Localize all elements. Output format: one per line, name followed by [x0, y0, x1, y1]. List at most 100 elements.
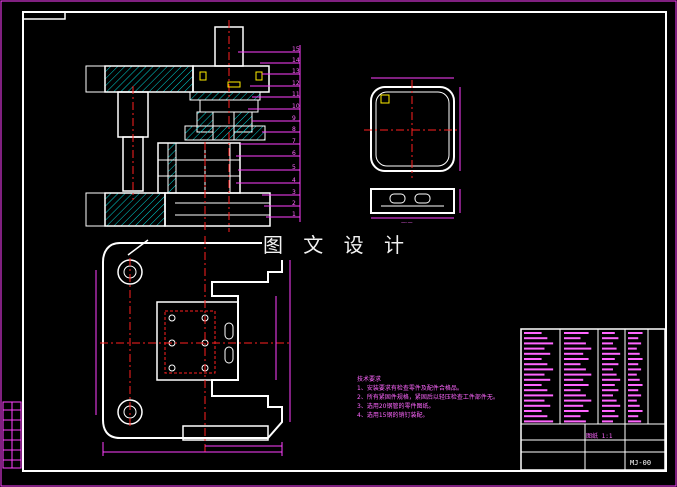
bom-cell-mark	[602, 373, 617, 376]
note-2: 2、所有紧固件规格，紧固后以轻压检查工件部件无。	[357, 394, 499, 401]
bom-cell-mark	[628, 368, 642, 371]
bom-cell-mark	[564, 384, 589, 386]
bom-cell-mark	[602, 363, 619, 366]
bom-cell-mark	[524, 363, 548, 366]
part-number-14: 14	[292, 57, 300, 64]
scale-label: 图纸 1:1	[586, 433, 613, 440]
bom-cell-mark	[524, 352, 551, 355]
bom-cell-mark	[628, 332, 643, 334]
bom-cell-mark	[524, 337, 548, 340]
bom-cell-mark	[602, 337, 619, 340]
bom-cell-mark	[628, 415, 639, 418]
bom-cell-mark	[564, 337, 581, 340]
note-1: 1、安装要求有检查零件及配件合格品。	[357, 385, 463, 392]
bom-cell-mark	[628, 389, 639, 392]
bom-cell-mark	[602, 394, 613, 397]
part-number-10: 10	[292, 103, 300, 110]
bom-cell-mark	[524, 410, 542, 412]
bom-cell-mark	[602, 368, 613, 371]
bom-cell-mark	[564, 410, 589, 412]
bom-cell-mark	[628, 404, 640, 407]
part-number-7: 7	[292, 138, 296, 145]
part-number-11: 11	[292, 91, 300, 98]
bom-cell-mark	[628, 358, 643, 360]
note-3: 3、选用20钢管的零件图纸。	[357, 403, 435, 410]
part-number-6: 6	[292, 150, 296, 157]
bom-cell-mark	[564, 347, 592, 350]
binding-strip	[2, 401, 22, 469]
part-number-4: 4	[292, 177, 296, 184]
bom-cell-mark	[628, 373, 637, 376]
part-number-labels: 15 14 13 12 11 10 9 8 7 6 5 4 3 2 1	[292, 46, 300, 218]
bom-cell-mark	[564, 363, 581, 366]
part-number-15: 15	[292, 46, 300, 53]
bom-cell-mark	[524, 420, 554, 423]
bom-cell-mark	[524, 373, 545, 376]
bom-cell-mark	[564, 378, 584, 381]
bom-cell-mark	[628, 363, 639, 366]
bom-cell-mark	[602, 404, 621, 407]
drawing-number: MJ-00	[630, 459, 652, 467]
bom-cell-mark	[602, 420, 613, 423]
bom-cell-mark	[524, 404, 551, 407]
bom-cell-mark	[628, 384, 643, 386]
bom-cell-mark	[564, 368, 586, 371]
technical-requirements: 技术要求 1、安装要求有检查零件及配件合格品。 2、所有紧固件规格，紧固后以轻压…	[357, 375, 517, 420]
part-number-leaders	[236, 45, 301, 222]
bom-cell-mark	[524, 394, 554, 397]
bom-cell-mark	[524, 358, 542, 360]
watermark: 图 文 设 计	[262, 230, 412, 260]
part-number-9: 9	[292, 115, 296, 122]
bom-cell-mark	[564, 404, 584, 407]
bom-cell-mark	[524, 399, 545, 402]
front-section-view	[85, 20, 271, 232]
drawing-frame	[22, 11, 667, 472]
bom-cell-mark	[602, 415, 619, 418]
bom-cell-mark	[628, 420, 642, 423]
bom-cell-mark	[564, 394, 586, 397]
bom-cell-mark	[602, 342, 613, 345]
bom-cell-mark	[524, 332, 542, 334]
bom-cell-mark	[524, 378, 551, 381]
bom-cell-mark	[628, 394, 642, 397]
bom-cell-mark	[602, 410, 615, 412]
part-number-8: 8	[292, 126, 296, 133]
bom-cell-mark	[602, 332, 615, 334]
bom-cell-mark	[564, 399, 592, 402]
bom-cell-mark	[628, 378, 640, 381]
bom-cell-mark	[564, 332, 589, 334]
title-block	[520, 328, 666, 471]
bom-cell-mark	[564, 352, 584, 355]
bom-cell-mark	[524, 415, 548, 418]
note-4: 4、选用15钢的销钉装配。	[357, 412, 429, 419]
part-number-2: 2	[292, 200, 296, 207]
part-number-3: 3	[292, 189, 296, 196]
bom-cell-mark	[628, 352, 640, 355]
bom-cell-mark	[602, 389, 619, 392]
bom-cell-mark	[628, 342, 642, 345]
part-number-12: 12	[292, 80, 300, 87]
bom-cell-mark	[628, 347, 637, 350]
bom-cell-mark	[602, 347, 617, 350]
part-number-1: 1	[292, 211, 296, 218]
notes-title: 技术要求	[357, 376, 382, 383]
bom-cell-mark	[564, 358, 589, 360]
bom-cell-mark	[524, 342, 554, 345]
bom-cell-mark	[564, 373, 592, 376]
bom-cell-mark	[602, 378, 621, 381]
bom-cell-mark	[524, 347, 545, 350]
bom-table-rows	[524, 332, 643, 423]
bom-cell-mark	[564, 389, 581, 392]
bom-cell-mark	[628, 337, 639, 340]
bom-cell-mark	[524, 368, 554, 371]
part-number-13: 13	[292, 68, 300, 75]
plan-view	[95, 236, 291, 456]
bom-cell-mark	[564, 415, 581, 418]
frame-corner-tab	[22, 11, 66, 20]
part-number-5: 5	[292, 164, 296, 171]
bom-cell-mark	[564, 342, 586, 345]
bom-cell-mark	[602, 358, 615, 360]
bom-cell-mark	[602, 399, 617, 402]
